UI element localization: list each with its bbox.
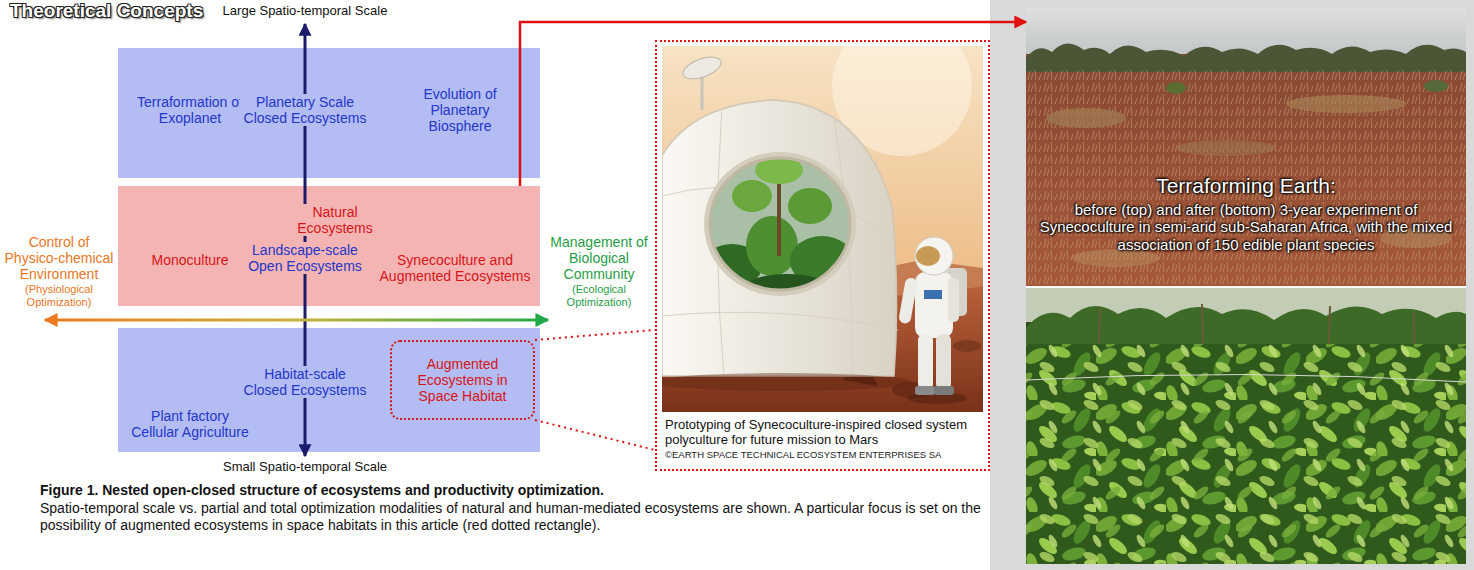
window-plants bbox=[702, 146, 862, 302]
axis-note: (Ecological Optimization) bbox=[546, 283, 652, 308]
field-photo-part bbox=[1026, 344, 1466, 564]
field-photo-part bbox=[1026, 8, 1466, 54]
field-photo-part bbox=[1026, 43, 1466, 72]
scale-band: Natural EcosystemsMonocultureLandscape-s… bbox=[118, 186, 540, 306]
node-text: Natural Ecosystems bbox=[289, 204, 381, 236]
field-photo-part bbox=[1026, 286, 1466, 288]
field-photo-part bbox=[1424, 80, 1448, 92]
field-photo-part bbox=[1286, 95, 1406, 113]
mars-habitat-illustration-part bbox=[953, 340, 981, 352]
node-text: Augmented Ecosystems in Space Habitat bbox=[400, 356, 525, 404]
optimization-axis bbox=[45, 319, 548, 322]
figure-caption: Figure 1. Nested open-closed structure o… bbox=[40, 482, 940, 498]
node-subtext: Evolution of Planetary Biosphere bbox=[414, 86, 506, 134]
node-text: Habitat-scale Closed Ecosystems bbox=[242, 366, 369, 398]
field-photo-part bbox=[1026, 344, 1466, 564]
mars-habitat-illustration-part bbox=[662, 373, 912, 391]
scale-band: Augmented Ecosystems in Space Habitat Hab… bbox=[118, 328, 540, 452]
astronaut-figure-part bbox=[936, 334, 951, 390]
node-subtext: ©EARTH SPACE TECHNICAL ECOSYSTEM ENTERPR… bbox=[665, 450, 980, 461]
axis-end-label: Management of Biological Community bbox=[546, 234, 652, 282]
window-plants-part bbox=[732, 180, 772, 212]
axis-end-label: Control of Physico-chemical Environment bbox=[2, 234, 116, 282]
node-text: Prototyping of Synecoculture-inspired cl… bbox=[665, 418, 980, 448]
window-plants-part bbox=[702, 146, 862, 296]
field-photo-part bbox=[1026, 374, 1466, 382]
mars-habitat-illustration-part bbox=[680, 53, 724, 84]
window-plants-part bbox=[788, 188, 832, 224]
link-arrow bbox=[520, 22, 1026, 186]
axis-end-label: Large Spatio-temporal Scale bbox=[205, 4, 405, 19]
field-photo-part bbox=[1026, 70, 1466, 286]
window-plants-part bbox=[746, 216, 798, 276]
field-photo bbox=[1026, 8, 1466, 564]
node-text: Terraformation of Exoplanet bbox=[134, 94, 246, 126]
node-subtext: Landscape-scale Open Ecosystems bbox=[240, 242, 370, 274]
field-photo-part bbox=[1176, 140, 1276, 156]
field-photo-part bbox=[1046, 108, 1126, 128]
figure-heading: Theoretical Concepts bbox=[10, 0, 210, 22]
astronaut-figure-part bbox=[898, 277, 918, 324]
node-subtext: Plant factory Cellular Agriculture bbox=[130, 408, 250, 440]
astronaut-figure-part bbox=[934, 386, 954, 395]
mars-habitat-illustration-part bbox=[710, 158, 850, 290]
photo-panel: Terraforming Earth: before (top) and afte… bbox=[1026, 8, 1466, 564]
mars-habitat-illustration-part bbox=[662, 100, 897, 376]
field-photo-part bbox=[1166, 82, 1186, 94]
astronaut-figure bbox=[898, 237, 967, 404]
dotted-leader bbox=[535, 330, 655, 340]
caption-body: Spatio-temporal scale vs. partial and to… bbox=[40, 500, 985, 534]
field-photo-part bbox=[1026, 8, 1466, 286]
axis-end-label: Small Spatio-temporal Scale bbox=[205, 460, 405, 475]
node-text: Terraforming Earth: bbox=[1031, 174, 1461, 198]
dotted-leader bbox=[535, 420, 655, 450]
node-subtext: Monoculture bbox=[140, 252, 240, 268]
axis-note: (Physiological Optimization) bbox=[2, 283, 116, 308]
mars-habitat-illustration-part bbox=[662, 108, 898, 376]
astronaut-figure-part bbox=[916, 246, 940, 266]
astronaut-figure-part bbox=[915, 237, 953, 275]
field-photo-part bbox=[1026, 288, 1466, 564]
astronaut-figure-part bbox=[915, 272, 953, 338]
mars-habitat-illustration-part bbox=[701, 74, 704, 110]
mars-habitat-illustration bbox=[662, 46, 983, 412]
astronaut-figure-part bbox=[924, 290, 942, 299]
node-subtext: before (top) and after (bottom) 3-year e… bbox=[1036, 201, 1456, 253]
node-subtext: Planetary Scale Closed Ecosystems bbox=[240, 94, 370, 126]
focus-box: Augmented Ecosystems in Space Habitat bbox=[390, 340, 535, 420]
node-subtext: Synecoculture and Augmented Ecosystems bbox=[376, 252, 534, 284]
astronaut-figure-part bbox=[948, 278, 959, 322]
scale-band: Terraformation of ExoplanetPlanetary Sca… bbox=[118, 48, 540, 178]
illustration-frame: Prototyping of Synecoculture-inspired cl… bbox=[655, 40, 990, 471]
astronaut-figure-part bbox=[915, 386, 935, 395]
astronaut-figure-part bbox=[918, 334, 933, 390]
